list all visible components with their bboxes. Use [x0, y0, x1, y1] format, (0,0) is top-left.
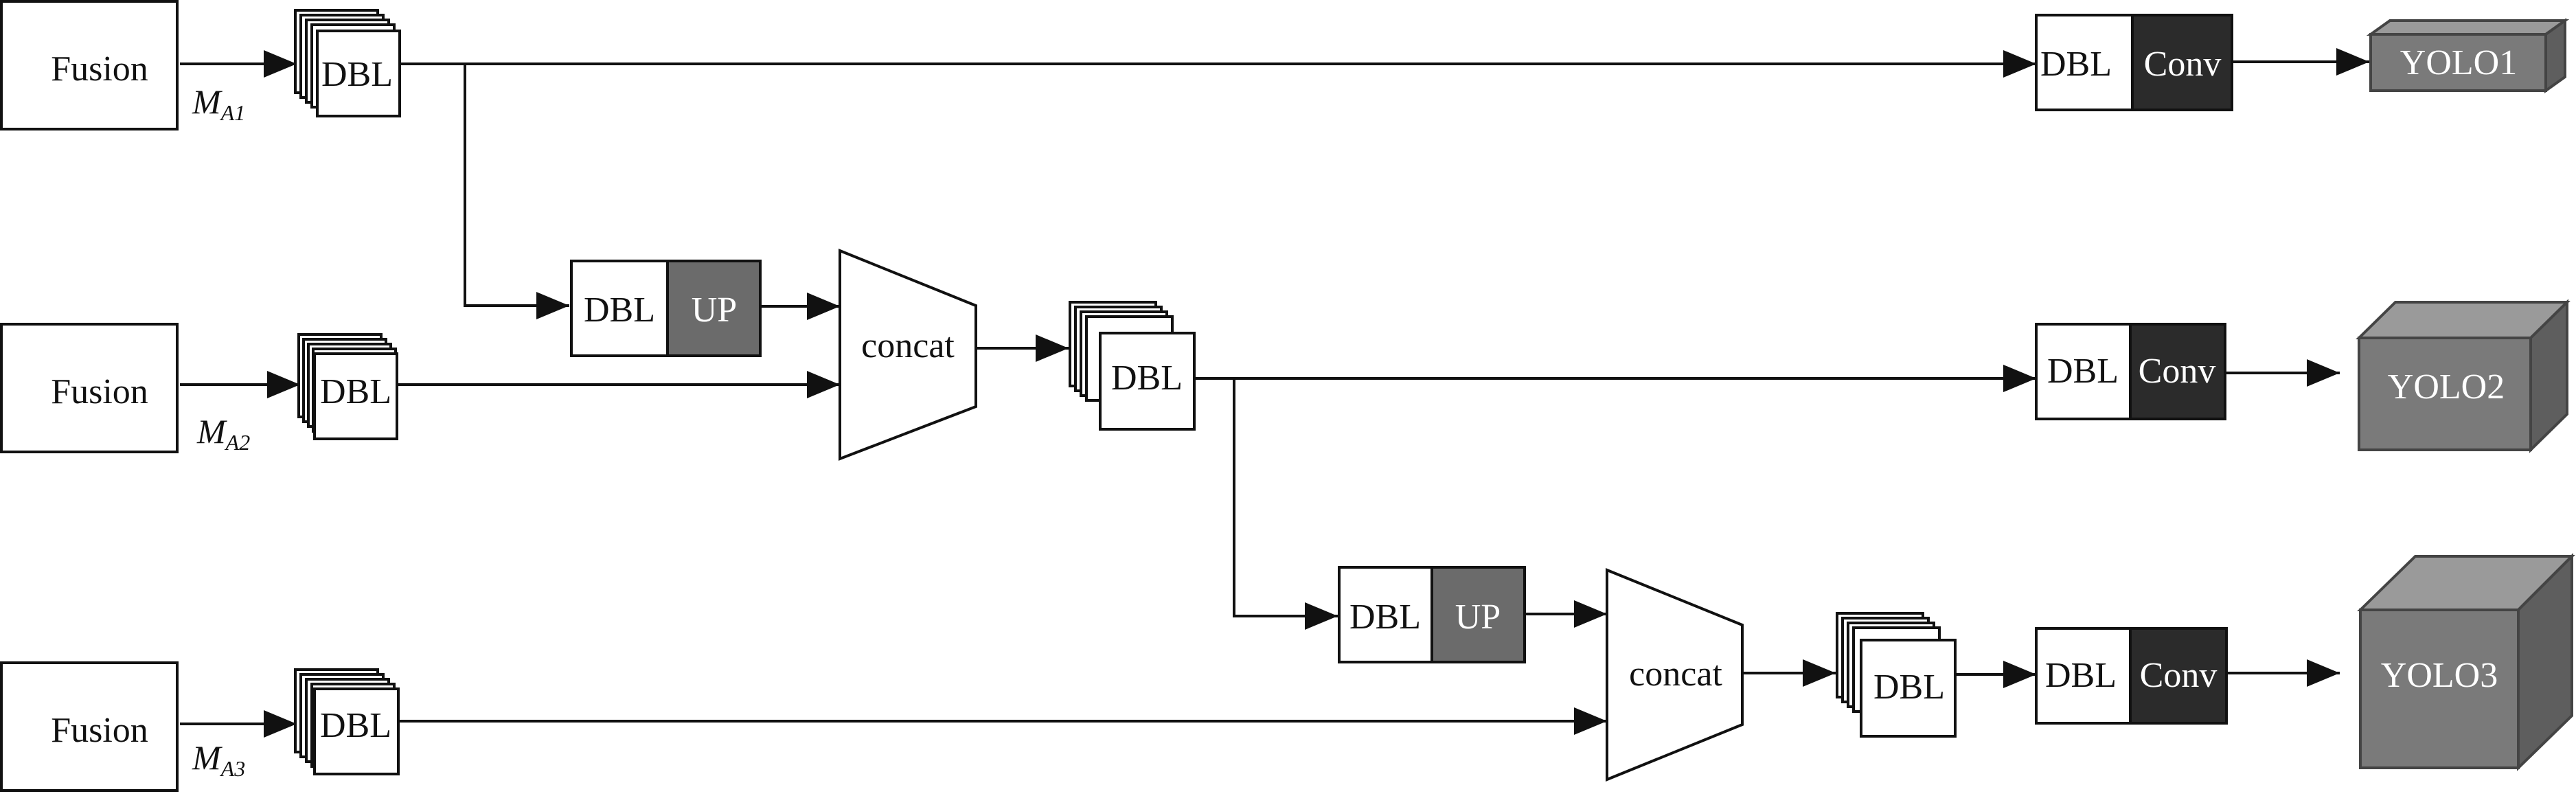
- dbl-conv-block-1: DBL Conv: [2035, 14, 2233, 111]
- yolo3-cube: [2357, 553, 2575, 771]
- dbl-label: DBL: [1111, 359, 1183, 398]
- fusion-block-1: Fusion: [0, 0, 179, 130]
- stacked-dbl-mid-2: [1836, 612, 1957, 738]
- dbl-label: DBL: [584, 291, 655, 330]
- label-ma1: MA1: [192, 82, 245, 125]
- arrow-dbl-down-to-dblup2: [1233, 378, 1338, 630]
- conv-label: Conv: [2144, 45, 2222, 84]
- concat-block-1: concat: [839, 249, 977, 461]
- fusion-label: Fusion: [51, 711, 148, 750]
- concat-label: concat: [861, 326, 955, 365]
- yolo2-label: YOLO2: [2388, 367, 2505, 407]
- dbl-up-block-1: DBL UP: [570, 260, 762, 357]
- dbl-label: DBL: [321, 55, 393, 94]
- conv-label: Conv: [2139, 352, 2216, 391]
- dbl-conv-block-2: DBL Conv: [2035, 323, 2226, 420]
- dbl-label: DBL: [2047, 352, 2119, 391]
- yolo2-cube: [2356, 299, 2571, 453]
- conv-label: Conv: [2140, 656, 2218, 695]
- fusion-block-3: Fusion: [0, 661, 179, 792]
- concat-label: concat: [1629, 655, 1722, 694]
- dbl-label: DBL: [2040, 45, 2112, 84]
- label-ma2: MA2: [196, 412, 250, 455]
- arrow-dbl1-down-to-dblup1: [464, 64, 569, 319]
- fusion-label: Fusion: [51, 372, 148, 411]
- yolo1-cube: [2366, 18, 2570, 93]
- concat-block-2: concat: [1606, 568, 1744, 782]
- fusion-block-2: Fusion: [0, 323, 179, 453]
- dbl-label: DBL: [1873, 668, 1945, 707]
- label-ma3: MA3: [192, 738, 245, 781]
- dbl-up-block-2: DBL UP: [1338, 566, 1526, 663]
- stacked-dbl-1: [294, 9, 401, 117]
- up-label: UP: [1455, 598, 1501, 637]
- stacked-dbl-3: [294, 668, 400, 775]
- yolo1-label: YOLO1: [2400, 43, 2517, 82]
- dbl-label: DBL: [1349, 598, 1421, 637]
- dbl-conv-block-3: DBL Conv: [2035, 627, 2228, 725]
- dbl-label: DBL: [2045, 656, 2117, 695]
- fusion-label: Fusion: [51, 49, 148, 89]
- yolo3-label: YOLO3: [2381, 656, 2498, 695]
- stacked-dbl-mid-1: [1069, 301, 1196, 431]
- stacked-dbl-2: [297, 333, 398, 440]
- dbl-label: DBL: [320, 372, 391, 411]
- dbl-label: DBL: [320, 706, 391, 745]
- up-label: UP: [692, 291, 737, 330]
